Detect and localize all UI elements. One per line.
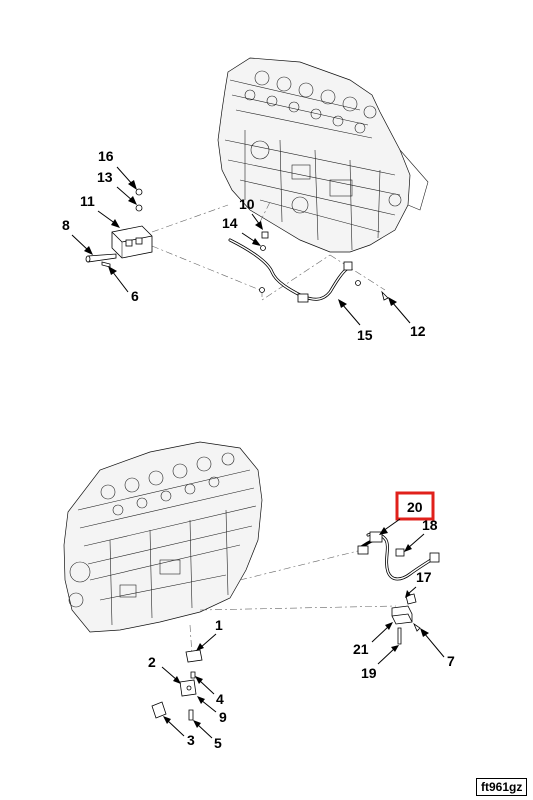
svg-text:16: 16 xyxy=(98,148,114,164)
callout-15: 15 xyxy=(338,299,373,343)
callout-17: 17 xyxy=(405,569,432,598)
svg-text:2: 2 xyxy=(148,654,156,670)
svg-text:13: 13 xyxy=(97,169,113,185)
bottom-phantom-lines xyxy=(189,547,397,656)
top-phantom-lines xyxy=(151,201,386,301)
svg-text:18: 18 xyxy=(422,517,438,533)
callout-13: 13 xyxy=(97,169,137,205)
callout-4: 4 xyxy=(195,676,224,707)
bottom-valve-rows xyxy=(100,452,235,516)
callout-20[interactable]: 20 xyxy=(379,491,435,535)
svg-text:11: 11 xyxy=(80,193,95,209)
bottom-wiring-harness xyxy=(357,531,440,581)
top-ecm-module xyxy=(111,225,153,259)
svg-text:7: 7 xyxy=(447,653,455,669)
svg-text:12: 12 xyxy=(410,323,426,339)
bottom-bracket-parts xyxy=(151,649,203,721)
callout-2: 2 xyxy=(148,654,181,684)
top-engine-block xyxy=(217,57,429,253)
callout-5: 5 xyxy=(193,720,222,751)
svg-text:3: 3 xyxy=(187,732,195,748)
svg-text:4: 4 xyxy=(216,691,224,707)
figure-code-label: ft961gz xyxy=(476,778,528,796)
top-callouts: 16 13 11 8 6 10 14 xyxy=(62,148,426,343)
svg-text:21: 21 xyxy=(353,641,369,657)
bottom-sensor-parts xyxy=(391,593,421,645)
svg-text:1: 1 xyxy=(215,617,223,633)
callout-8: 8 xyxy=(62,217,93,255)
callout-11: 11 xyxy=(80,193,120,228)
callout-20-highlight-box xyxy=(395,491,435,521)
callout-19: 19 xyxy=(361,645,399,681)
svg-text:10: 10 xyxy=(239,196,255,212)
callout-14: 14 xyxy=(222,215,261,246)
bottom-callouts: 20 18 17 21 19 7 1 xyxy=(148,491,455,751)
callout-10: 10 xyxy=(239,196,263,230)
svg-text:17: 17 xyxy=(416,569,432,585)
svg-text:20: 20 xyxy=(407,499,423,515)
top-valve-rows xyxy=(244,70,377,134)
top-wiring-harness xyxy=(228,231,389,303)
svg-text:9: 9 xyxy=(219,709,227,725)
top-fasteners xyxy=(101,188,143,268)
callout-7: 7 xyxy=(420,628,455,669)
callout-16: 16 xyxy=(98,148,137,190)
top-bolt-8 xyxy=(85,253,117,263)
bottom-engine-block xyxy=(63,441,263,633)
svg-text:6: 6 xyxy=(131,288,139,304)
svg-text:5: 5 xyxy=(214,735,222,751)
callout-6: 6 xyxy=(108,266,139,304)
callout-18: 18 xyxy=(404,517,438,552)
svg-text:19: 19 xyxy=(361,665,377,681)
callout-3: 3 xyxy=(163,716,195,748)
svg-text:8: 8 xyxy=(62,217,70,233)
callout-1: 1 xyxy=(196,617,223,651)
callout-12: 12 xyxy=(388,297,426,339)
callout-21: 21 xyxy=(353,622,393,657)
svg-text:15: 15 xyxy=(357,327,373,343)
callout-9: 9 xyxy=(197,696,227,725)
svg-text:14: 14 xyxy=(222,215,238,231)
